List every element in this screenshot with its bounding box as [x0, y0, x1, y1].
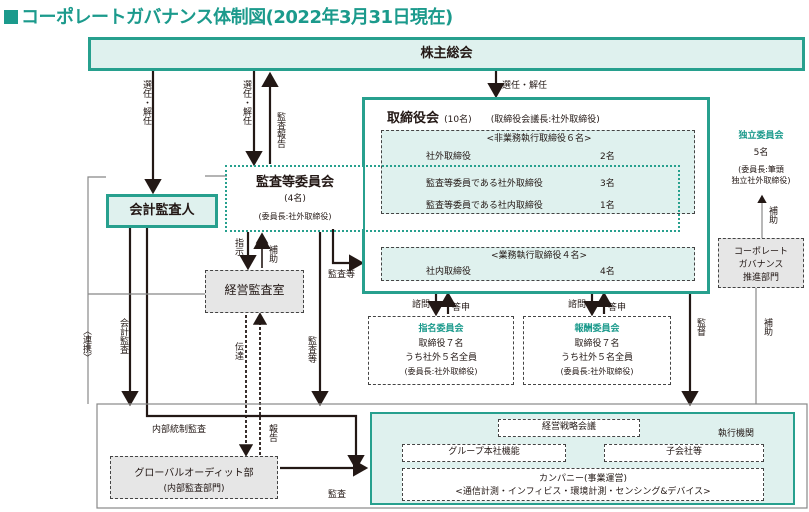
label-report: 報告	[267, 424, 277, 442]
independent-committee-chair-2: 独立社外取締役)	[731, 176, 791, 185]
inside-director-count: 4名	[600, 267, 615, 277]
label-instruct: 指示	[233, 238, 243, 256]
label-audit-etc-down: 監査等	[306, 336, 316, 363]
board-name: 取締役会	[387, 111, 440, 126]
inside-director-label: 社内取締役	[426, 267, 472, 277]
board-count: (10名)	[444, 115, 472, 125]
management-audit-label: 経営監査室	[224, 283, 285, 297]
board-of-directors: 取締役会 (10名) (取締役会議長:社外取締役) <非業務執行取締役６名> 社…	[362, 97, 710, 294]
cg-promotion-dept: コーポレート ガバナンス 推進部門	[718, 238, 804, 288]
compensation-line2: うち社外５名全員	[560, 353, 633, 363]
company-line2: <通信計測・インフィビス・環境計測・センシング&デバイス>	[455, 487, 711, 497]
label-audit-etc-board: 監査等	[328, 270, 356, 280]
exec-directors-box: <業務執行取締役４名> 社内取締役 4名	[381, 247, 695, 281]
label-internal-control-audit: 内部統制監査	[152, 425, 207, 435]
audit-outside-director-label: 監査等委員である社外取締役	[426, 179, 543, 189]
label-assist-exec: 補助	[762, 318, 772, 336]
compensation-chair: (委員長:社外取締役)	[560, 367, 634, 376]
label-answer-compensation: 答申	[608, 303, 627, 313]
global-audit-line1: グローバルオーディット部	[134, 468, 254, 479]
cg-dept-line2: ガバナンス	[738, 260, 784, 270]
audit-inside-director-count: 1名	[600, 201, 615, 211]
exec-header: <業務執行取締役４名>	[490, 251, 588, 261]
company-box: カンパニー(事業運営) <通信計測・インフィビス・環境計測・センシング&デバイス…	[402, 468, 764, 501]
audit-committee-count: (4名)	[284, 194, 306, 204]
compensation-committee: 報酬委員会 取締役７名 うち社外５名全員 (委員長:社外取締役)	[523, 316, 671, 385]
compensation-name: 報酬委員会	[574, 324, 620, 334]
subsidiaries: 子会社等	[604, 444, 764, 462]
nonexec-directors-box: <非業務執行取締役６名> 社外取締役 2名 監査等委員である社外取締役 3名 監…	[381, 130, 695, 214]
label-coop: 〈連携〉	[81, 326, 91, 362]
label-answer-nomination: 答申	[452, 303, 471, 313]
page-title: コーポレートガバナンス体制図(2022年3月31日現在)	[4, 3, 453, 29]
outside-director-label: 社外取締役	[426, 152, 472, 162]
executive-bodies: 経営戦略会議 執行機関 グループ本社機能 子会社等 カンパニー(事業運営) <通…	[370, 412, 795, 505]
label-consult-nomination: 諮問	[412, 300, 431, 310]
audit-inside-director-label: 監査等委員である社内取締役	[426, 201, 543, 211]
cg-dept-line3: 推進部門	[742, 273, 779, 283]
audit-committee-name: 監査等委員会	[255, 175, 334, 190]
nomination-name: 指名委員会	[418, 324, 464, 334]
label-elect-dismiss-board: 選任・解任	[502, 81, 548, 91]
strategy-meeting: 経営戦略会議	[498, 419, 640, 437]
title-square-icon	[4, 10, 18, 24]
global-audit-dept: グローバルオーディット部 (内部監査部門)	[110, 456, 278, 499]
label-elect-dismiss-auditor: 選任・解任	[141, 80, 151, 125]
nomination-line1: 取締役７名	[418, 339, 464, 349]
group-hq-functions: グループ本社機能	[402, 444, 566, 462]
company-line1: カンパニー(事業運営)	[538, 474, 628, 484]
label-supervise: 監督	[695, 318, 705, 336]
compensation-line1: 取締役７名	[574, 339, 620, 349]
label-transmit: 伝達	[233, 342, 243, 360]
nomination-chair: (委員長:社外取締役)	[404, 367, 478, 376]
label-elect-dismiss-audit-cmte: 選任・解任	[241, 80, 251, 125]
audit-committee: 監査等委員会 (4名) (委員長:社外取締役)	[227, 167, 363, 229]
management-audit-office: 経営監査室	[205, 270, 304, 313]
global-audit-line2: (内部監査部門)	[163, 484, 225, 494]
page-title-text: コーポレートガバナンス体制図(2022年3月31日現在)	[21, 7, 453, 28]
label-audit-exec: 監査	[328, 490, 347, 500]
board-chair: (取締役会議長:社外取締役)	[490, 115, 600, 125]
independent-committee-count: 5名	[753, 148, 769, 158]
label-audit-report: 監査報告	[275, 112, 285, 148]
nomination-committee: 指名委員会 取締役７名 うち社外５名全員 (委員長:社外取締役)	[368, 316, 514, 385]
label-accounting-audit: 会計監査	[118, 318, 128, 354]
shareholders-label: 株主総会	[420, 46, 473, 61]
board-header: 取締役会 (10名) (取締役会議長:社外取締役)	[387, 107, 600, 126]
label-assist-independent: 補助	[767, 206, 777, 224]
cg-dept-line1: コーポレート	[733, 247, 788, 257]
accounting-auditor-label: 会計監査人	[129, 203, 195, 218]
shareholders-meeting: 株主総会	[88, 37, 805, 71]
audit-outside-director-count: 3名	[600, 179, 615, 189]
independent-committee: 独立委員会 5名 (委員長:筆頭 独立社外取締役)	[716, 128, 806, 196]
outside-director-count: 2名	[600, 152, 615, 162]
exec-label: 執行機関	[718, 429, 755, 439]
label-consult-compensation: 諮問	[568, 300, 587, 310]
label-assist-mgmt: 補助	[267, 245, 277, 263]
independent-committee-name: 独立委員会	[738, 131, 784, 141]
audit-committee-chair: (委員長:社外取締役)	[258, 212, 332, 221]
nonexec-header: <非業務執行取締役６名>	[486, 134, 592, 144]
accounting-auditor: 会計監査人	[106, 194, 218, 228]
independent-committee-chair-1: (委員長:筆頭	[738, 165, 784, 174]
nomination-line2: うち社外５名全員	[404, 353, 477, 363]
audit-committee-frame	[225, 165, 680, 232]
